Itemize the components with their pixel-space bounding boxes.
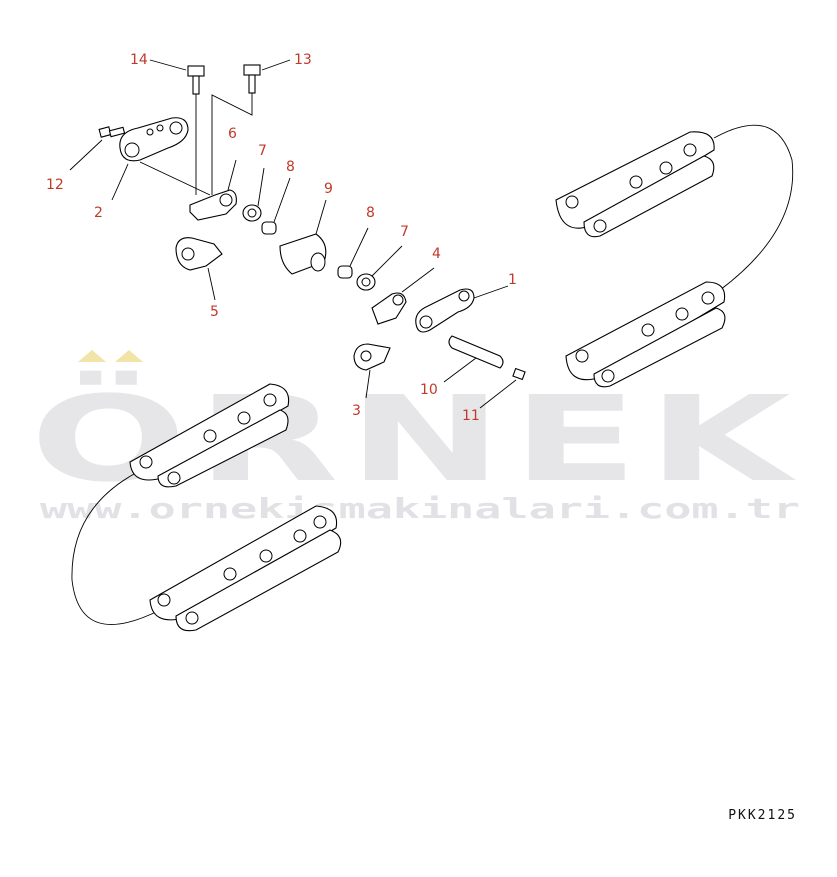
watermark-url: www.ornekismakinalari.com.tr	[40, 492, 800, 525]
callout-8-upper: 8	[286, 159, 295, 175]
watermark-brand: ÖRNEK	[30, 370, 800, 508]
callout-3: 3	[352, 403, 361, 419]
master-link-2	[119, 117, 189, 162]
callout-8-lower: 8	[366, 205, 375, 221]
callout-2: 2	[94, 205, 103, 221]
master-link-1	[415, 285, 509, 333]
callout-7-lower: 7	[400, 224, 409, 240]
callout-12: 12	[46, 177, 64, 193]
watermark-umlaut-right	[115, 350, 143, 362]
callout-1: 1	[508, 272, 517, 288]
spacer-8-lower	[337, 227, 369, 279]
link-6	[189, 159, 237, 221]
callout-14: 14	[130, 52, 148, 68]
chain-continuation-right	[713, 124, 794, 291]
bolt-12	[98, 126, 126, 138]
callout-9: 9	[324, 181, 333, 197]
seal-7-lower	[356, 245, 403, 291]
link-3	[353, 343, 391, 399]
callout-13: 13	[294, 52, 312, 68]
watermark-umlaut-left	[78, 350, 106, 362]
drawing-reference-code: PKK2125	[728, 808, 797, 823]
spacer-8-upper	[261, 177, 291, 235]
callout-5: 5	[210, 304, 219, 320]
chain-continuation-left	[71, 473, 161, 625]
track-chain-lower-left	[149, 505, 342, 632]
link-5	[175, 237, 223, 301]
callout-4: 4	[432, 246, 441, 262]
watermark: ÖRNEK www.ornekismakinalari.com.tr	[30, 350, 800, 525]
bolt-13	[211, 64, 261, 195]
bolt-14	[187, 65, 205, 195]
pin-10	[443, 335, 504, 383]
link-4	[371, 267, 435, 325]
callouts: 14 13 6 12 2 7 8 9 8 7 4 1 5 10 3 11	[46, 52, 517, 424]
track-chain-middle-right	[565, 281, 726, 388]
seal-7-upper	[242, 167, 265, 222]
callout-10: 10	[420, 382, 438, 398]
pin-11	[479, 367, 526, 409]
track-chain-middle-left	[129, 383, 290, 488]
callout-7-upper: 7	[258, 143, 267, 159]
callout-6: 6	[228, 126, 237, 142]
bushing-9	[279, 199, 327, 275]
track-chain-upper-right	[555, 131, 715, 238]
callout-11: 11	[462, 408, 480, 424]
